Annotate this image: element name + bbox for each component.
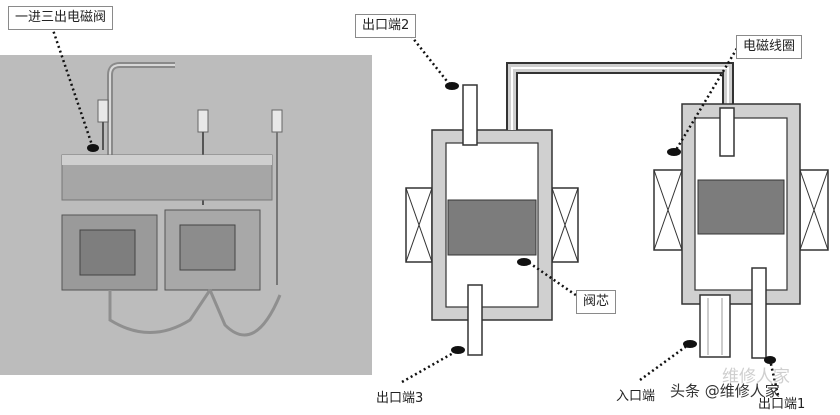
outlet3-pipe <box>467 284 483 356</box>
label-core: 阀芯 <box>576 290 617 314</box>
right-valve <box>653 103 829 359</box>
label-inlet: 入口端 <box>610 386 662 408</box>
inlet-pipe <box>699 294 731 358</box>
label-coil: 电磁线圈 <box>736 35 803 59</box>
outlet1-pipe <box>751 267 767 359</box>
leader-lines <box>50 26 780 396</box>
watermark-overlay: 维修人家 <box>722 367 790 387</box>
left-valve <box>405 84 579 356</box>
right-valve-core <box>697 179 785 235</box>
label-valve-name: 一进三出电磁阀 <box>8 6 114 30</box>
valve-photo-illustration <box>0 55 372 375</box>
pointer-dots <box>87 82 776 364</box>
left-valve-core <box>447 199 537 256</box>
label-outlet2: 出口端2 <box>355 14 417 38</box>
outlet2-pipe <box>462 84 478 146</box>
watermark: 头条 @维修人家 <box>670 380 780 401</box>
label-outlet3: 出口端3 <box>370 388 430 410</box>
watermark-text: 头条 @维修人家 <box>670 382 780 400</box>
label-outlet1: 出口端1 <box>752 396 812 414</box>
valve-photo <box>0 55 372 375</box>
